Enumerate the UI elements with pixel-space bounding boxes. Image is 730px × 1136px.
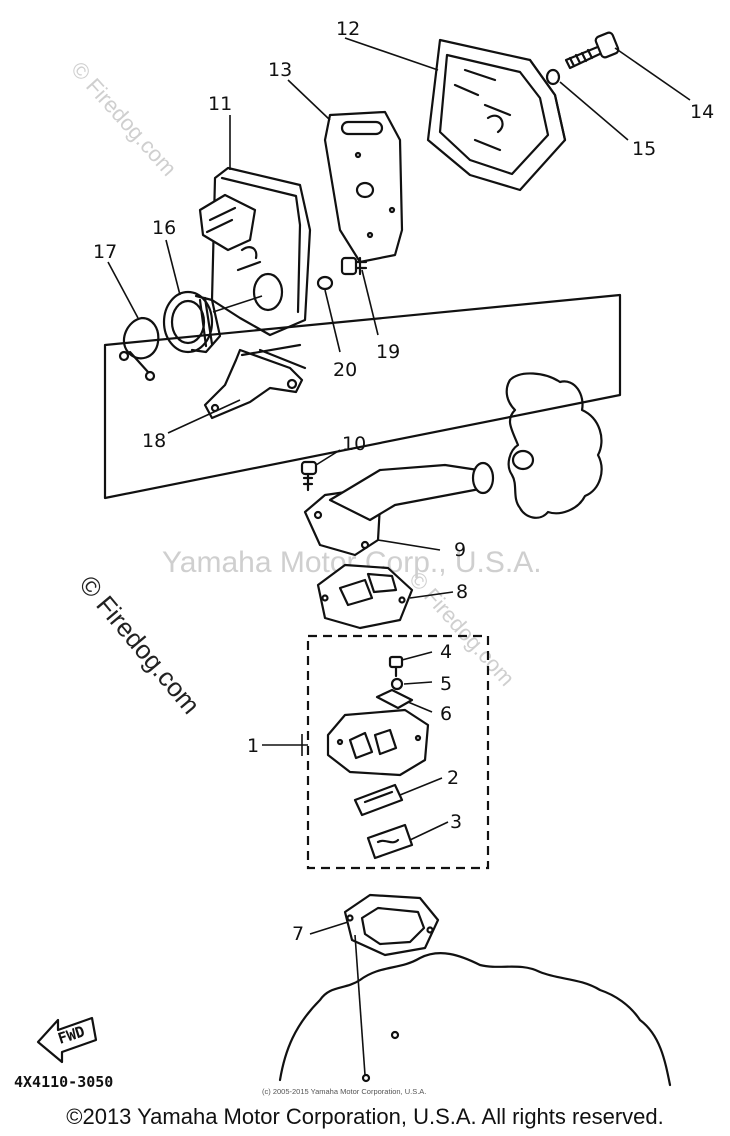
part-10-screw (300, 460, 318, 492)
callout-15: 15 (632, 138, 656, 160)
callouts: 12 13 11 14 15 16 17 19 20 18 10 9 8 4 5… (93, 18, 714, 945)
footer-copyright: ©2013 Yamaha Motor Corporation, U.S.A. A… (66, 1104, 664, 1129)
mounting-frame (103, 293, 622, 500)
part-13-gasket (323, 110, 404, 264)
part-14-bolt (564, 31, 620, 70)
part-11-silencer (198, 166, 312, 337)
leader-lines (107, 37, 691, 935)
callout-18: 18 (142, 430, 166, 452)
small-copyright: (c) 2005-2015 Yamaha Motor Corporation, … (262, 1087, 426, 1096)
callout-9: 9 (454, 539, 466, 561)
part-4-screw (388, 655, 404, 678)
part-5-washer (390, 677, 404, 691)
part-18-bracket (203, 343, 307, 420)
part-6-stopper (375, 688, 414, 710)
parts-diagram: Yamaha Motor Corp., U.S.A. © Firedog.com… (14, 18, 714, 1096)
callout-19: 19 (376, 341, 400, 363)
watermark-left-top: © Firedog.com (66, 57, 181, 181)
fwd-arrow: FWD (36, 1016, 98, 1064)
callout-2: 2 (447, 767, 459, 789)
callout-1: 1 (247, 735, 259, 757)
part-1-reed-valve-body (326, 708, 430, 777)
watermark-left-mid: © Firedog.com (73, 570, 206, 720)
callout-13: 13 (268, 59, 292, 81)
part-17-clamp (118, 316, 160, 382)
part-19-screw (340, 256, 368, 276)
engine-case-outline-top (505, 372, 603, 519)
part-2-reed (353, 783, 404, 817)
callout-7: 7 (292, 923, 304, 945)
part-3-reed (366, 823, 414, 860)
callout-6: 6 (440, 703, 452, 725)
part-20-washer (316, 275, 334, 291)
diagram-code: 4X4110-3050 (14, 1073, 113, 1091)
callout-12: 12 (336, 18, 360, 40)
callout-8: 8 (456, 581, 468, 603)
callout-3: 3 (450, 811, 462, 833)
part-15-washer (545, 68, 561, 86)
callout-5: 5 (440, 673, 452, 695)
callout-4: 4 (440, 641, 452, 663)
engine-case-outline-bottom (278, 952, 672, 1087)
callout-20: 20 (333, 359, 357, 381)
part-8-gasket (316, 563, 414, 630)
part-16-funnel (162, 290, 222, 354)
part-12-airbox-cover (426, 38, 567, 192)
part-9-manifold (303, 461, 495, 557)
part-7-gasket (343, 893, 440, 957)
callout-16: 16 (152, 217, 176, 239)
callout-14: 14 (690, 101, 714, 123)
assembly-box-part-1 (306, 634, 490, 870)
callout-17: 17 (93, 241, 117, 263)
callout-10: 10 (342, 433, 366, 455)
callout-11: 11 (208, 93, 232, 115)
